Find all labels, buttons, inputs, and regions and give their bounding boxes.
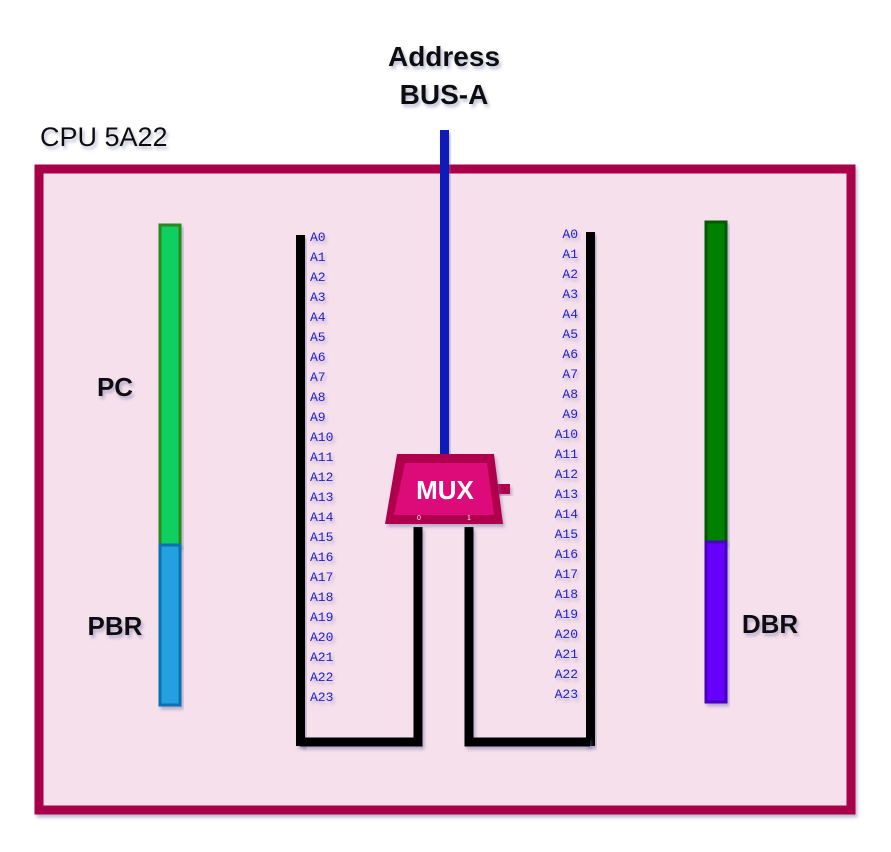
left-address-label: A11 [310, 450, 334, 465]
bus-title-line2: BUS-A [400, 79, 489, 110]
left-address-label: A21 [310, 650, 334, 665]
left-address-label: A18 [310, 590, 333, 605]
left-address-label: A16 [310, 550, 333, 565]
left-address-label: A6 [310, 350, 326, 365]
right-address-label: A8 [562, 387, 578, 402]
mux-input0-label: 0 [417, 515, 421, 522]
left-address-label: A5 [310, 330, 326, 345]
left-address-label: A22 [310, 670, 333, 685]
right-address-label: A22 [555, 667, 578, 682]
right-address-label: A18 [555, 587, 578, 602]
right-mux-input-wire [464, 527, 590, 747]
right-address-label: A17 [555, 567, 578, 582]
left-bus-bar [296, 235, 305, 746]
left-address-label: A12 [310, 470, 333, 485]
mux: MUX 0 1 [385, 454, 510, 524]
register-dbr-bar [704, 540, 728, 704]
right-address-label: A21 [555, 647, 579, 662]
left-address-label: A13 [310, 490, 333, 505]
right-address-label: A1 [562, 247, 578, 262]
mux-inner [394, 463, 494, 515]
right-bus-bar [586, 232, 595, 746]
right-address-label: A3 [562, 287, 578, 302]
right-register-group: A0A1A2A3A4A5A6A7A8A9A10A11A12A13A14A15A1… [555, 220, 728, 746]
right-address-label: A14 [555, 507, 579, 522]
right-address-label: A20 [555, 627, 578, 642]
cpu-label: CPU 5A22 [40, 122, 168, 152]
left-address-label: A0 [310, 230, 326, 245]
right-address-label: A19 [555, 607, 578, 622]
right-address-label: A2 [562, 267, 578, 282]
register-pc-bar [158, 223, 182, 547]
left-address-label: A15 [310, 530, 333, 545]
right-address-label: A15 [555, 527, 578, 542]
left-address-label: A20 [310, 630, 333, 645]
right-address-label: A5 [562, 327, 578, 342]
right-address-label: A9 [562, 407, 578, 422]
right-address-label: A11 [555, 447, 579, 462]
left-address-label: A7 [310, 370, 326, 385]
right-address-label: A23 [555, 687, 578, 702]
left-address-label: A17 [310, 570, 333, 585]
left-address-label: A19 [310, 610, 333, 625]
left-address-label: A4 [310, 310, 326, 325]
left-address-label: A23 [310, 690, 333, 705]
left-address-label: A14 [310, 510, 334, 525]
left-address-label: A10 [310, 430, 333, 445]
mux-input1-label: 1 [467, 515, 471, 522]
right-address-label: A16 [555, 547, 578, 562]
register-label-dbr: DBR [742, 609, 799, 639]
left-address-label: A3 [310, 290, 326, 305]
mux-select-pin [494, 484, 510, 494]
left-address-label: A8 [310, 390, 326, 405]
mux-label: MUX [416, 475, 474, 505]
register-pbr-bar [158, 543, 182, 707]
bus-title-line1: Address [388, 41, 500, 72]
register-label-pc: PC [97, 372, 133, 402]
right-address-label: A7 [562, 367, 578, 382]
register-label-pbr: PBR [88, 611, 143, 641]
register-dr-unlabeled-bar [704, 220, 728, 544]
left-address-label: A2 [310, 270, 326, 285]
left-mux-input-wire [300, 527, 423, 747]
left-register-group: A0A1A2A3A4A5A6A7A8A9A10A11A12A13A14A15A1… [158, 223, 334, 746]
right-address-label: A6 [562, 347, 578, 362]
address-bus-line [440, 130, 449, 455]
left-address-label: A1 [310, 250, 326, 265]
left-address-label: A9 [310, 410, 326, 425]
right-address-label: A13 [555, 487, 578, 502]
right-address-label: A4 [562, 307, 578, 322]
right-address-label: A0 [562, 227, 578, 242]
right-address-label: A10 [555, 427, 578, 442]
right-address-label: A12 [555, 467, 578, 482]
